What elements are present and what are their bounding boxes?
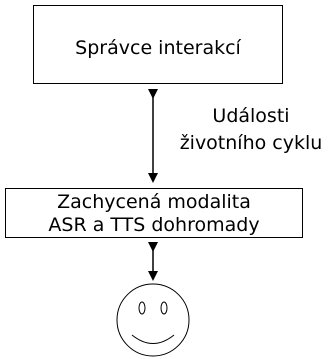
left-eye (138, 301, 146, 315)
interaction-manager-label: Správce interakcí (75, 37, 241, 59)
lifecycle-events-label-line2: životního cyklu (179, 132, 323, 154)
face-outline (116, 283, 190, 357)
interaction-manager-node: Správce interakcí (33, 5, 283, 84)
captured-modality-label-line2: ASR a TTS dohromady (48, 214, 260, 236)
right-eye (160, 301, 168, 315)
captured-modality-label-line1: Zachycená modalita (57, 191, 251, 213)
mouth (131, 334, 175, 344)
lifecycle-events-label-line1: Události (212, 105, 290, 127)
smiley-face-icon (116, 283, 190, 357)
captured-modality-node: Zachycená modalita ASR a TTS dohromady (5, 188, 303, 238)
